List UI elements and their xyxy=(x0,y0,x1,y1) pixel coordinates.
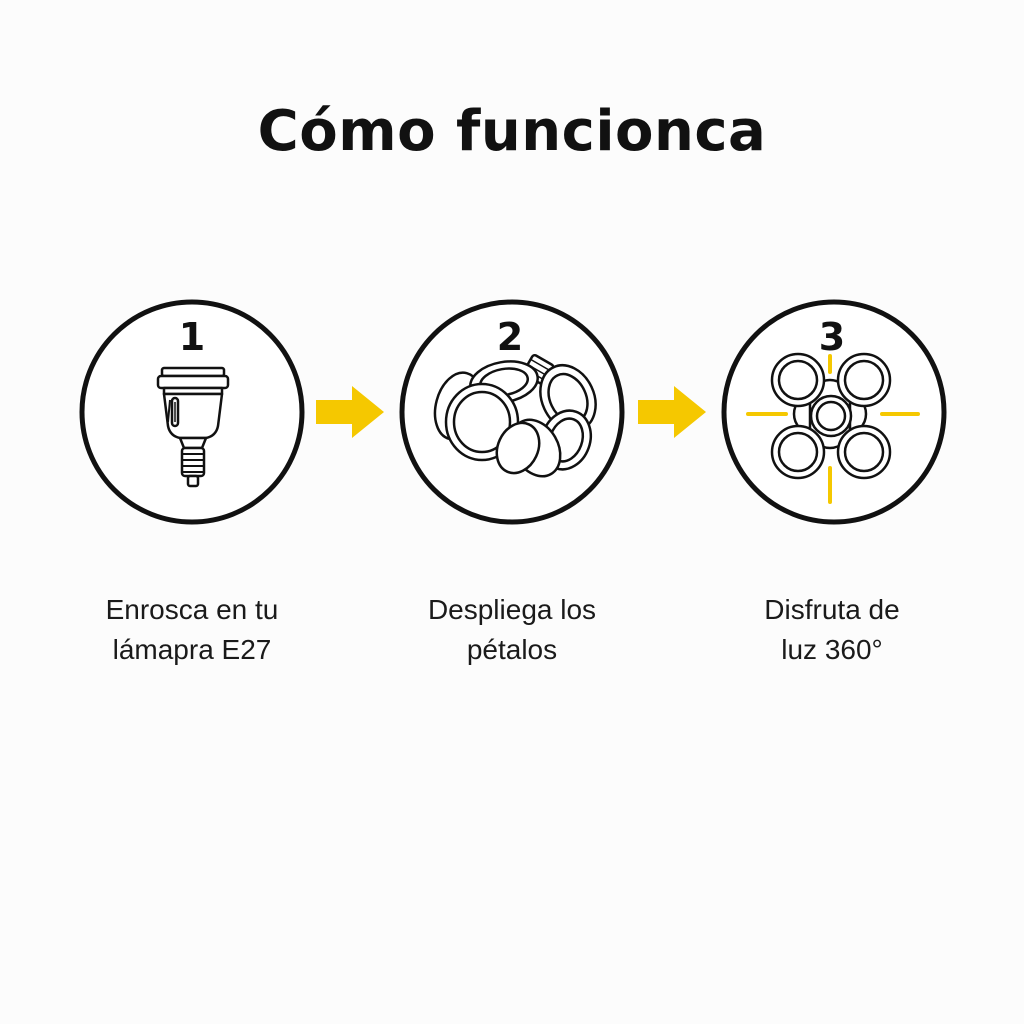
step-1-caption-line: lámapra E27 xyxy=(112,634,272,665)
light-rays-icon xyxy=(746,354,920,504)
step-1-number: 1 xyxy=(179,315,205,359)
step-1-circle: 1 xyxy=(78,298,306,526)
e27-bulb-base-icon xyxy=(156,366,230,488)
step-2-number: 2 xyxy=(497,315,523,359)
right-arrow-icon xyxy=(314,384,386,440)
folding-petals-bulb-icon xyxy=(433,353,597,478)
step-2-circle: 2 xyxy=(398,298,626,526)
step-2-caption: Despliega los pétalos xyxy=(362,590,662,670)
step-1-caption: Enrosca en tu lámapra E27 xyxy=(42,590,342,670)
step-3-number: 3 xyxy=(819,315,845,359)
step-2-caption-line: Despliega los xyxy=(427,594,597,625)
step-2-caption-line: pétalos xyxy=(466,634,558,665)
step-3-circle: 3 xyxy=(720,298,948,526)
step-1-caption-line: Enrosca en tu xyxy=(105,594,279,625)
right-arrow-icon xyxy=(636,384,708,440)
step-3-caption-line: luz 360° xyxy=(781,634,883,665)
step-3-caption-line: Disfruta de xyxy=(764,594,900,625)
page-title: Cómo funcionca xyxy=(257,99,767,164)
360-light-petals-icon xyxy=(770,352,892,480)
step-3-caption: Disfruta de luz 360° xyxy=(682,590,982,670)
